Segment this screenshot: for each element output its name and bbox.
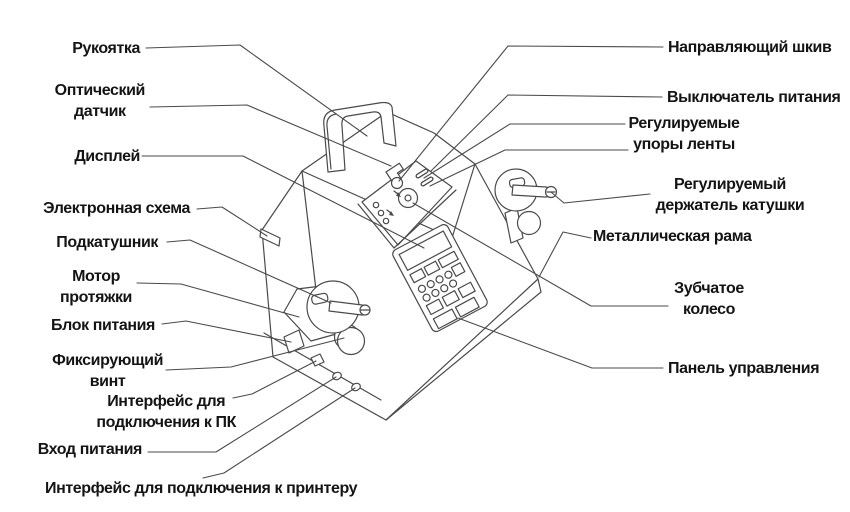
label-power-input: Вход питания [37, 441, 143, 458]
leader-optical-sensor [149, 104, 392, 167]
leader-feed-motor [136, 282, 300, 318]
leader-fixing-screw [165, 337, 345, 371]
holder-spool [494, 168, 558, 212]
label-display: Дисплей [74, 148, 140, 165]
key [417, 284, 426, 293]
label-spool-holder: Регулируемый держатель катушки [655, 176, 805, 214]
plate-thickness-edge [357, 189, 457, 249]
gear-sprocket [516, 210, 542, 236]
leader-electronic-circuit [196, 206, 268, 237]
leader-tape-stop-1 [423, 123, 626, 179]
holder-pin [511, 184, 552, 198]
key [426, 280, 435, 289]
label-control-panel: Панель управления [668, 360, 820, 377]
tape-stops [415, 168, 434, 187]
control-panel [392, 224, 488, 333]
key [437, 250, 459, 269]
ports [283, 329, 361, 392]
leader-handle [145, 44, 368, 137]
power-supply-port [283, 329, 305, 354]
key [422, 293, 431, 302]
plate-stud [372, 201, 380, 209]
side-slot [259, 228, 281, 247]
key [441, 290, 460, 307]
leader-gear-wheel [412, 202, 669, 307]
leader-spool-holder [550, 191, 651, 204]
supply-spool [306, 280, 371, 334]
left-face-edge [301, 170, 317, 291]
leader-display [141, 155, 425, 249]
key [454, 296, 480, 318]
leader-tape-stop-2 [429, 149, 629, 187]
label-pc-interface: Интерфейс для подключения к ПК [96, 393, 236, 431]
label-guide-pulley: Направляющий шкив [668, 39, 832, 56]
leader-power-supply [161, 320, 292, 343]
plate-stud [377, 209, 385, 217]
key [450, 262, 466, 277]
label-fixing-screw: Фиксирующий винт [52, 352, 163, 390]
key [440, 284, 449, 293]
tape-path-arrows [386, 190, 401, 216]
label-printer-interface: Интерфейс для подключения к принтеру [45, 480, 358, 497]
label-gear-wheel: Зубчатое колесо [674, 280, 744, 318]
handle-edge-accent [326, 113, 337, 170]
key [435, 275, 444, 284]
key [423, 260, 441, 276]
pc-interface-port [310, 353, 325, 367]
bottom-right-band-edge [385, 278, 539, 421]
key [432, 308, 458, 330]
leader-guide-pulley [398, 45, 664, 182]
key [425, 298, 444, 316]
label-feed-motor: Мотор протяжки [60, 268, 132, 306]
label-power-supply: Блок питания [51, 317, 155, 334]
leader-lines [136, 44, 669, 479]
label-electronic-circuit: Электронная схема [43, 200, 190, 217]
label-supply-spool: Подкатушник [56, 234, 158, 251]
label-power-switch: Выключатель питания [667, 89, 841, 106]
key [431, 288, 440, 298]
key [409, 268, 427, 284]
leader-power-switch [430, 94, 663, 172]
leader-metal-frame [538, 231, 592, 278]
display-screen [398, 230, 453, 271]
label-tape-stops: Регулируемые упоры ленты [628, 115, 740, 153]
key [444, 270, 453, 279]
bottom-left-band-edge [263, 332, 382, 401]
label-metal-frame: Металлическая рама [593, 228, 752, 245]
handle [323, 101, 397, 173]
leader-printer-interface [202, 387, 356, 479]
leader-power-input [147, 376, 337, 453]
label-optical-sensor: Оптический датчик [54, 82, 146, 120]
leader-pc-interface [232, 360, 317, 399]
key [457, 281, 476, 299]
label-handle: Рукоятка [72, 40, 140, 57]
plate-stud [382, 217, 390, 225]
leader-supply-spool [166, 239, 332, 304]
key [448, 279, 458, 288]
leader-control-panel [457, 317, 664, 369]
